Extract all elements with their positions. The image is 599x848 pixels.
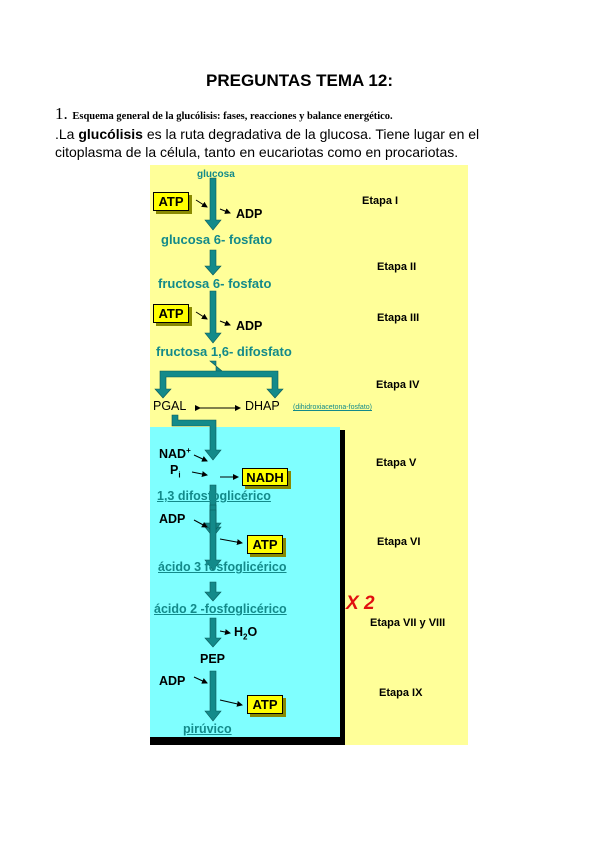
metabolite-3-phosphoglycerate: ácido 3 fosfoglicérico	[158, 560, 287, 574]
water-o: O	[247, 625, 258, 639]
intro-keyword: glucólisis	[78, 126, 143, 142]
page-title: PREGUNTAS TEMA 12:	[205, 71, 394, 90]
metabolite-glucose-6-phosphate: glucosa 6- fosfato	[161, 232, 273, 247]
metabolite-pgal: PGAL	[153, 399, 187, 413]
question-text: Esquema general de la glucólisis: fases,…	[72, 111, 393, 122]
intro-prefix: .La	[55, 126, 79, 142]
atp-input-box-2: ATP	[153, 304, 189, 323]
question-heading: 1. Esquema general de la glucólisis: fas…	[55, 104, 393, 124]
pi-text: P	[170, 463, 179, 477]
nadh-output-box: NADH	[242, 468, 288, 486]
nad-superscript: +	[186, 446, 191, 455]
stage-label-9: Etapa IX	[379, 687, 423, 699]
metabolite-pep: PEP	[200, 652, 226, 666]
pi-subscript: i	[178, 470, 181, 480]
stage-label-6: Etapa VI	[377, 536, 421, 548]
stage-label-5: Etapa V	[376, 457, 417, 469]
adp-output-2: ADP	[236, 319, 263, 333]
adp-input-2: ADP	[159, 674, 186, 688]
metabolite-2-phosphoglycerate: ácido 2 -fosfoglicérico	[154, 602, 287, 616]
water-output: H2O	[234, 625, 257, 642]
question-number: 1.	[55, 104, 68, 123]
pgal-arrow	[171, 414, 222, 461]
pi-input: Pi	[170, 463, 181, 480]
water-h: H	[234, 625, 244, 639]
atp-output-box-2: ATP	[247, 695, 283, 714]
water-subscript: 2	[243, 632, 248, 642]
nad-input: NAD+	[159, 446, 191, 461]
intro-paragraph: .La glucólisis es la ruta degradativa de…	[55, 125, 495, 161]
atp-output-box-1: ATP	[247, 535, 283, 554]
adp-output-1: ADP	[236, 207, 263, 221]
metabolite-fructose-1-6-diphosphate: fructosa 1,6- difosfato	[156, 344, 292, 359]
atp-input-box-1: ATP	[153, 192, 189, 211]
metabolite-fructose-6-phosphate: fructosa 6- fosfato	[158, 276, 272, 291]
cofactor-arrows	[191, 199, 243, 707]
split-arrow	[154, 360, 284, 399]
stage-label-3: Etapa III	[377, 312, 420, 324]
pathway-arrows	[204, 177, 222, 722]
diagram-graphics	[150, 165, 468, 745]
metabolite-glucose: glucosa	[197, 169, 235, 180]
stage-label-4: Etapa IV	[376, 379, 420, 391]
stage-label-1: Etapa I	[362, 195, 399, 207]
metabolite-dhap: DHAP	[245, 399, 280, 413]
adp-input-1: ADP	[159, 512, 186, 526]
stage-label-7-8: Etapa VII y VIII	[370, 617, 446, 629]
dhap-full-name: (dihidroxiacetona-fosfato)	[293, 404, 372, 411]
intro-rest: es la ruta degradativa de la glucosa. Ti…	[55, 126, 480, 160]
glycolysis-diagram: glucosa glucosa 6- fosfato fructosa 6- f…	[150, 165, 470, 745]
metabolite-1-3-bisphosphoglycerate: 1,3 difosfoglicérico	[157, 489, 271, 503]
nad-text: NAD	[159, 447, 187, 462]
metabolite-pyruvate: pirúvico	[183, 722, 232, 736]
stage-label-2: Etapa II	[377, 261, 417, 273]
multiplier-label: X 2	[346, 593, 375, 614]
